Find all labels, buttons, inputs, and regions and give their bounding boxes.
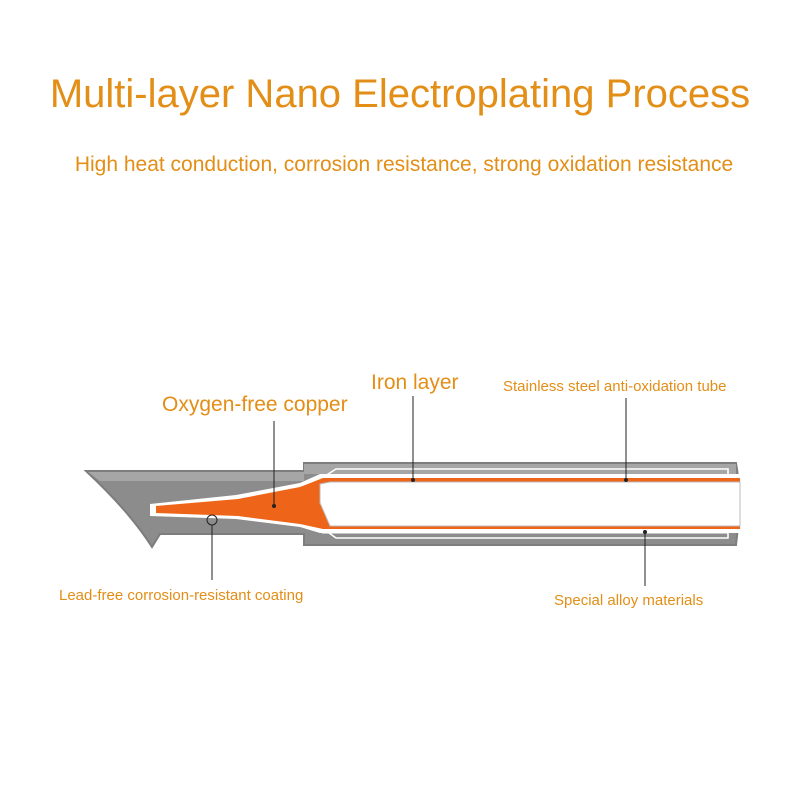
iron-dot bbox=[411, 478, 415, 482]
label-stainless-steel-tube: Stainless steel anti-oxidation tube bbox=[503, 378, 727, 395]
label-oxygen-free-copper: Oxygen-free copper bbox=[162, 393, 348, 416]
steel-dot bbox=[624, 478, 628, 482]
label-special-alloy: Special alloy materials bbox=[554, 592, 704, 609]
label-iron-layer: Iron layer bbox=[371, 371, 459, 394]
core-channel bbox=[319, 481, 741, 527]
alloy-dot bbox=[643, 530, 647, 534]
label-lead-free-coating: Lead-free corrosion-resistant coating bbox=[59, 587, 304, 604]
page-subtitle: High heat conduction, corrosion resistan… bbox=[74, 153, 734, 176]
page-title: Multi-layer Nano Electroplating Process bbox=[49, 72, 751, 116]
copper-dot bbox=[272, 504, 276, 508]
